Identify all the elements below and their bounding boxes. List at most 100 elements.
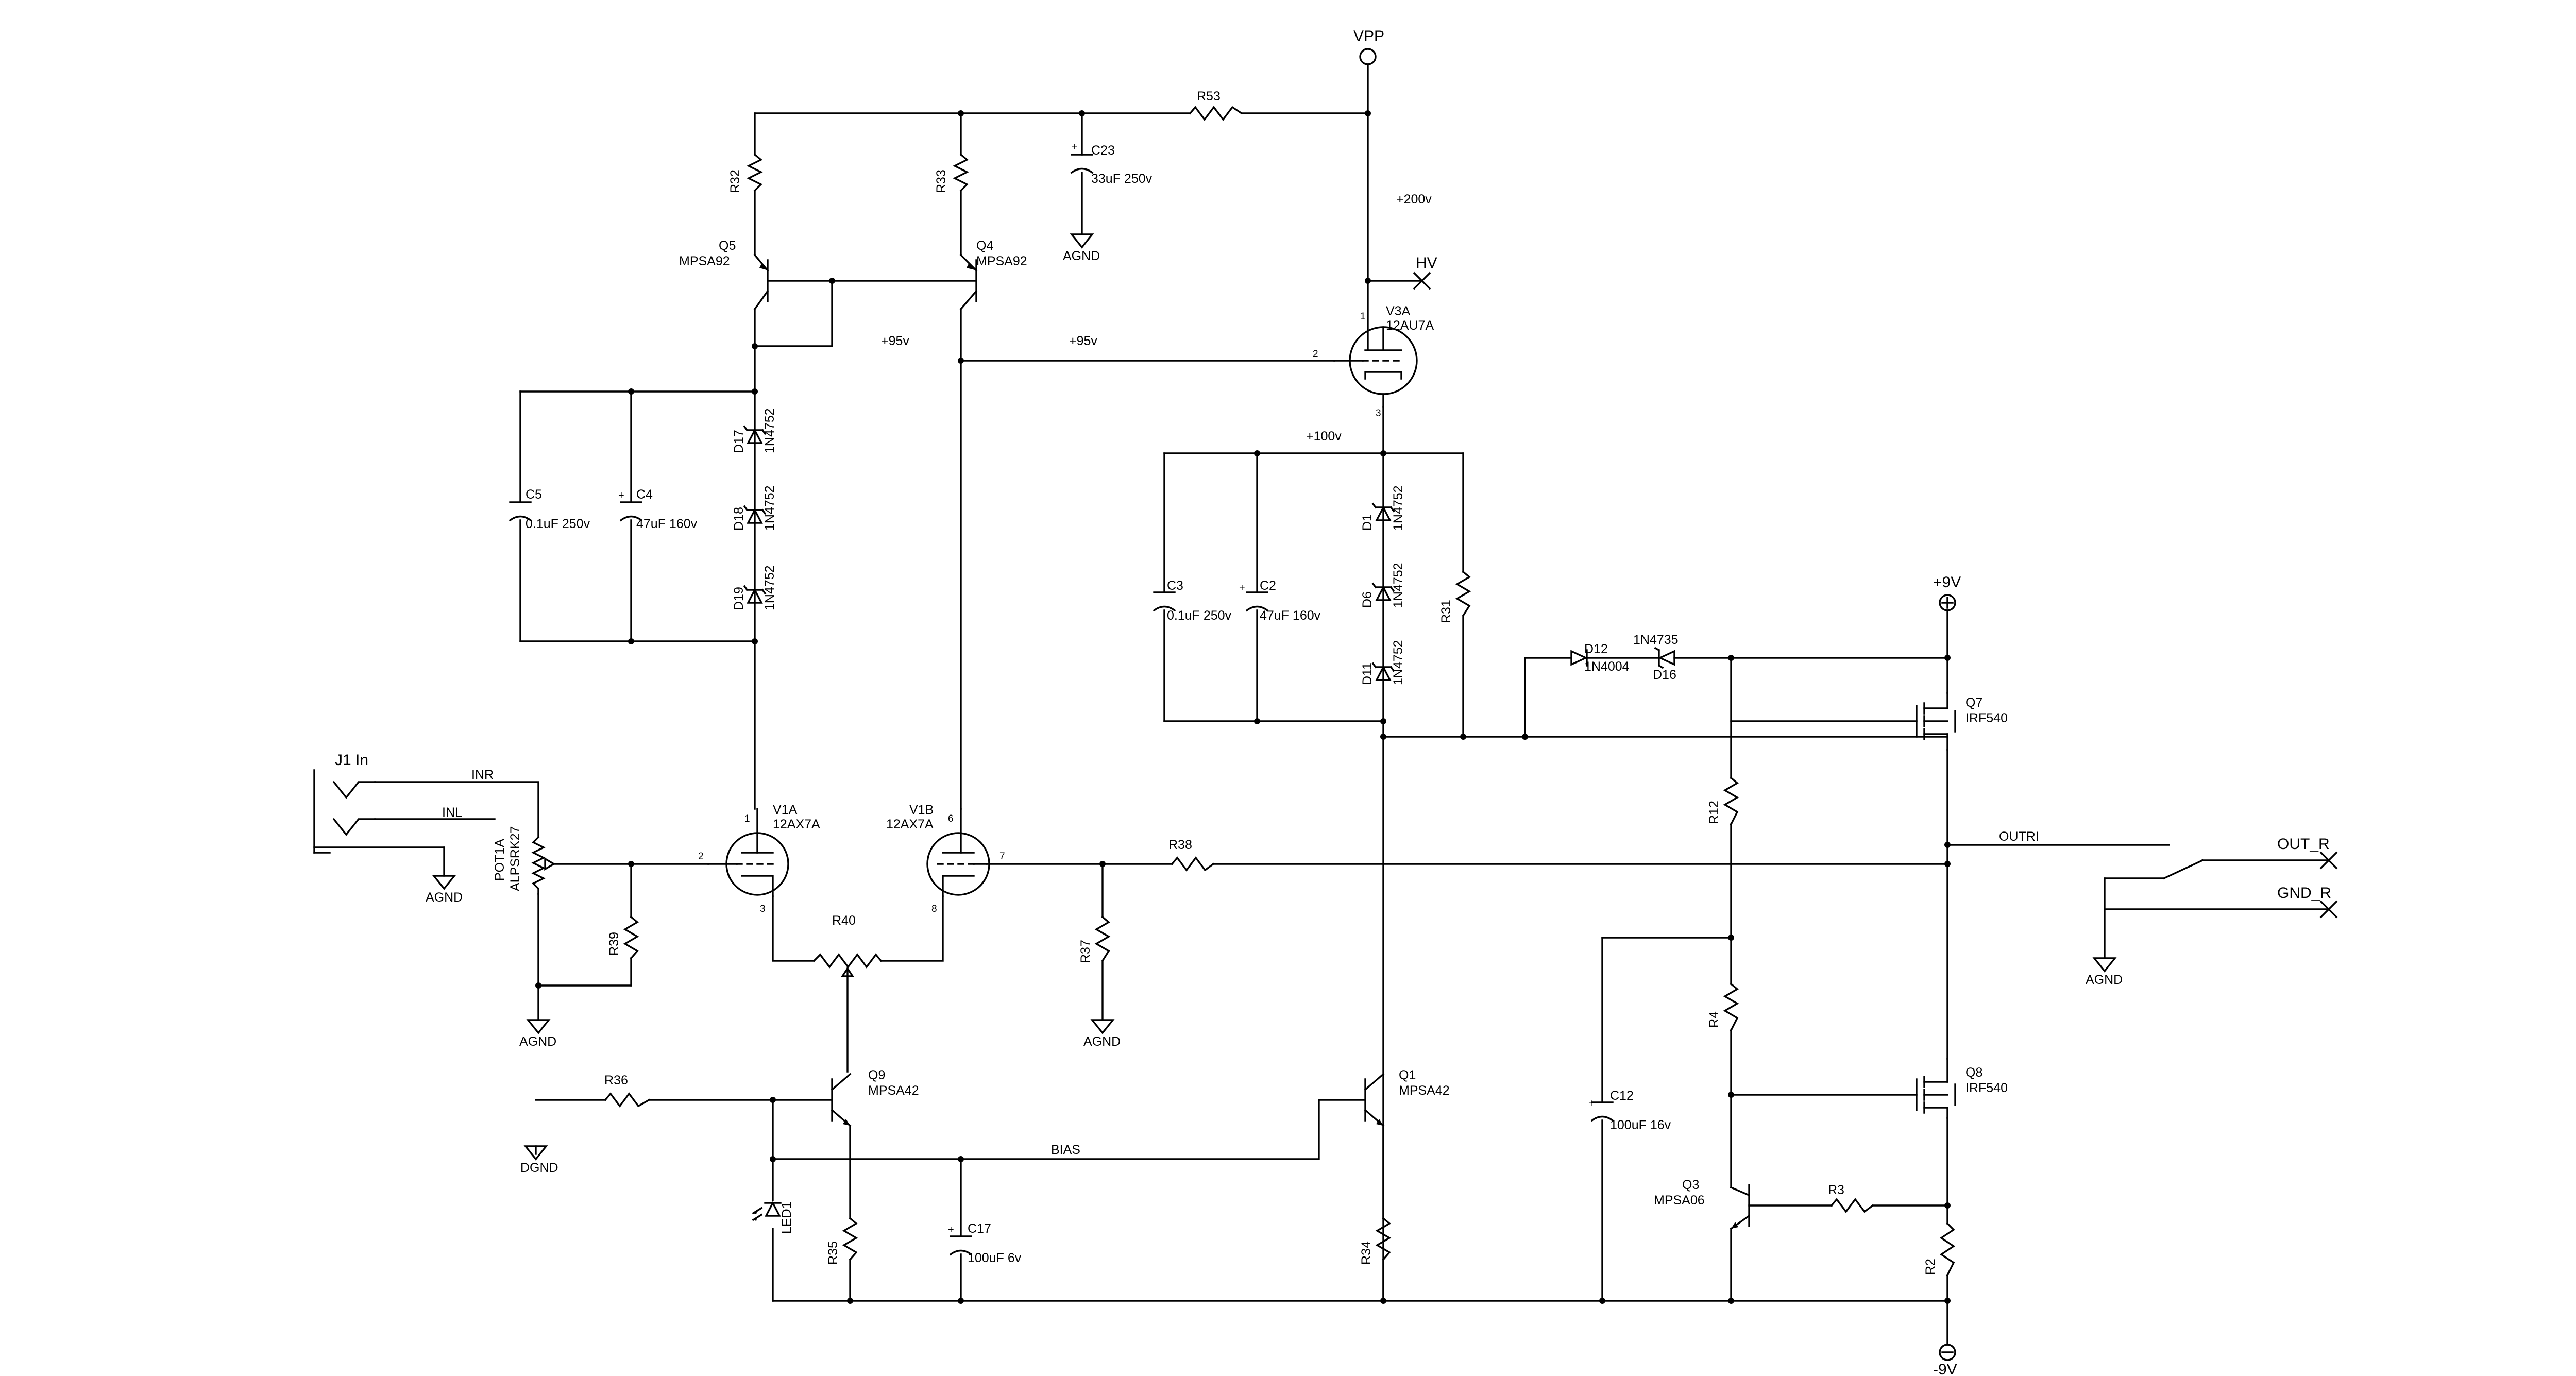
v1a-label: V1A [773,803,798,817]
capacitor-c4: + C4 47uF 160v [618,487,698,531]
r12-label: R12 [1707,801,1721,824]
pot1a: POT1A ALPSRK27 [493,826,556,895]
agnd-label: AGND [426,890,463,905]
resistor-r2: R2 [1923,1222,1956,1277]
v1a-val-label: 12AX7A [773,817,820,831]
j1-label: J1 In [335,752,368,769]
resistor-r31: R31 [1439,570,1471,623]
agnd-symbol-output: AGND [2086,957,2123,987]
q4-val-label: MPSA92 [976,254,1027,268]
v3a-label: V3A [1386,304,1411,318]
vpp-label: VPP [1353,28,1384,45]
net-inr: INR [471,768,494,782]
resistor-r32: R32 [728,153,763,193]
v1a-2-label: 2 [698,851,704,862]
c3-val-label: 0.1uF 250v [1167,608,1232,623]
q7-val-label: IRF540 [1965,711,2008,725]
zener-label: 1N4752 [1391,640,1405,685]
resistor-r35: R35 [826,1217,858,1265]
svg-text:+: + [1239,583,1245,594]
junction-dots [535,110,1951,1304]
agnd-label: AGND [2086,973,2123,987]
d17-label: D17 [732,430,746,453]
svg-text:+: + [1588,1098,1595,1109]
diode-d12: D12 1N4004 [1570,642,1630,674]
r37-label: R37 [1078,940,1093,963]
capacitor-c23: + C23 33uF 250v [1070,142,1153,186]
tube-v1a: V1A 12AX7A 1 2 3 [698,803,820,914]
c12-val-label: 100uF 16v [1610,1118,1671,1132]
pot-r40: R40 [812,913,883,977]
q3-label: Q3 [1682,1178,1699,1192]
r33-label: R33 [934,169,948,193]
resistor-r36: R36 [604,1073,651,1108]
plus9v-terminal: +9V [1933,574,1961,611]
net-outri: OUTRI [1999,829,2039,844]
input-jack-j1: J1 In INR INL [313,752,494,854]
resistor-r38: R38 [1168,838,1215,872]
zener-label: 1N4752 [1391,563,1405,608]
q1-label: Q1 [1399,1068,1416,1082]
resistor-r53: R53 [1189,89,1243,121]
net-plus95-right: +95v [1069,334,1097,348]
r32-label: R32 [728,169,742,193]
v1b-label: V1B [909,803,934,817]
agnd-symbol-c23: AGND [1063,233,1100,263]
tube-v3a: V3A 12AU7A 1 2 3 [1313,304,1434,419]
zener-d16: 1N4735 D16 [1633,633,1679,682]
d12-label: D12 [1584,642,1608,656]
v3a-val-label: 12AU7A [1386,318,1434,333]
r35-label: R35 [826,1241,840,1265]
agnd-symbol-r37: AGND [1083,1019,1121,1049]
out-r-label: OUT_R [2277,836,2330,853]
q4-label: Q4 [976,239,993,253]
c17-val-label: 100uF 6v [968,1251,1022,1265]
c23-label: C23 [1091,143,1115,158]
zener-label: 1N4752 [762,565,777,610]
r38-label: R38 [1168,838,1192,852]
mosfet-q7: Q7 IRF540 [1916,692,2008,751]
tube-v1b: V1B 12AX7A 6 7 8 [886,803,1005,914]
r36-label: R36 [604,1073,628,1088]
zener-d6: D6 1N4752 [1360,563,1405,608]
resistor-r4: R4 [1707,982,1739,1032]
r39-label: R39 [607,932,621,956]
net-plus95-left: +95v [881,334,909,348]
minus9v-label: -9V [1933,1361,1957,1376]
output-jack-switch [2162,859,2204,880]
r4-label: R4 [1707,1011,1721,1028]
c2-label: C2 [1260,579,1276,593]
agnd-symbol-jack: AGND [426,875,463,905]
wires [374,63,2330,1346]
pot1a-label: POT1A [493,839,507,881]
r40-label: R40 [832,913,856,928]
q3-val-label: MPSA06 [1654,1193,1705,1208]
hv-label: HV [1416,254,1437,271]
d16-val-label: 1N4735 [1633,633,1679,647]
d6-label: D6 [1360,591,1375,608]
d19-label: D19 [732,587,746,610]
v3a-1-label: 1 [1360,311,1366,322]
resistor-r3: R3 [1828,1183,1874,1213]
v1b-6-label: 6 [948,813,954,824]
zener-d19: D19 1N4752 [732,565,777,610]
agnd-label: AGND [519,1034,556,1049]
v3a-3-label: 3 [1376,408,1381,419]
q8-val-label: IRF540 [1965,1081,2008,1095]
v1b-8-label: 8 [931,904,937,914]
hv-terminal: HV [1413,254,1437,290]
svg-text:+: + [1072,142,1078,153]
net-plus200: +200v [1396,192,1432,207]
vpp-terminal: VPP [1353,28,1384,65]
d1-label: D1 [1360,514,1375,531]
net-plus100: +100v [1306,429,1342,444]
capacitor-c12: + C12 100uF 16v [1588,1089,1671,1132]
capacitor-c17: + C17 100uF 6v [948,1221,1022,1265]
v1a-3-label: 3 [760,904,766,914]
svg-text:+: + [618,490,624,501]
pot1a-val-label: ALPSRK27 [508,826,522,891]
transistor-q5: Q5 MPSA92 [679,239,769,311]
c12-label: C12 [1610,1089,1634,1103]
zener-d1: D1 1N4752 [1360,485,1405,531]
r53-label: R53 [1197,89,1221,104]
